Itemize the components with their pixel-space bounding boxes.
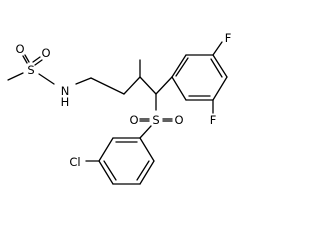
bond-ring2-5-inner: [136, 160, 150, 181]
bond-ring2-6: [139, 137, 155, 162]
bond-ring1-3-inner: [210, 58, 223, 78]
bond-ring1-fluorine-top: [212, 41, 223, 56]
bond-ring2-5: [139, 160, 155, 185]
bond-ch2-ch: [123, 76, 141, 95]
bond-sulfur-nitrogen: [38, 73, 55, 85]
bond-ring1-1: [171, 54, 187, 78]
bonds: [7, 41, 228, 185]
bond-ring2-3-inner: [103, 160, 117, 181]
bond-ch2-ch2: [90, 77, 125, 95]
atom-label-sulfonamide-oxygen-left: O: [15, 42, 24, 56]
bond-sulfur-oxygen-left-1: [22, 55, 28, 64]
atom-label-amide-hydrogen: H: [61, 95, 70, 109]
atom-labels: S O O N H F F S O O Cl: [15, 31, 231, 169]
atom-label-sulfonyl-oxygen-right: O: [174, 113, 183, 127]
atom-label-sulfonamide-oxygen-top: O: [41, 46, 50, 60]
bond-sulfonyl-aryl: [139, 125, 152, 139]
bond-ring2-2: [98, 137, 114, 162]
bond-sulfur-oxygen-left-2: [24, 54, 30, 63]
bond-ring1-6: [171, 76, 187, 101]
bond-sulfur-oxygen-top-1: [32, 56, 41, 63]
atom-label-methyl-sulfur: S: [27, 63, 34, 77]
bond-ch-aryl: [155, 76, 173, 95]
atom-label-fluorine-top: F: [225, 31, 232, 45]
atom-label-fluorine-right: F: [210, 113, 217, 127]
bond-methyl-sulfur: [7, 72, 24, 81]
bond-ring1-1-inner: [175, 57, 189, 77]
bond-ch-ch: [139, 76, 157, 95]
atom-label-sulfonyl-sulfur: S: [152, 113, 159, 127]
atom-label-sulfonyl-oxygen-left: O: [129, 113, 138, 127]
atom-label-amide-nitrogen: N: [61, 84, 70, 98]
bond-ring1-4: [212, 76, 228, 101]
bond-nitrogen-ch2: [75, 77, 92, 85]
bond-sulfur-oxygen-top-2: [34, 59, 43, 66]
bond-ring1-3: [212, 54, 228, 78]
bond-ring2-3: [98, 160, 114, 185]
chemical-structure-diagram: S O O N H F F S O O Cl: [7, 31, 231, 185]
atom-label-chlorine: Cl: [69, 155, 80, 169]
